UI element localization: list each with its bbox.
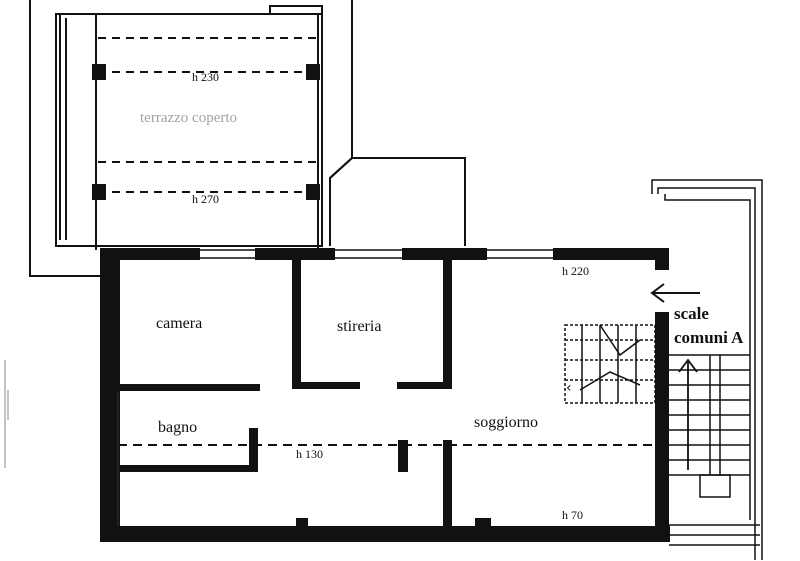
terrace-height-top: h 230 (192, 70, 219, 84)
terrace-height-bottom: h 270 (192, 192, 219, 206)
terrace-beams (98, 37, 318, 193)
left-arrow-icon (650, 283, 700, 303)
stairs-label-line2: comuni A (674, 328, 744, 347)
terrace-frame (55, 5, 323, 250)
terrace-posts (92, 64, 320, 200)
scan-artifacts (4, 360, 9, 468)
room-label-stireria: stireria (337, 318, 381, 335)
outer-outlines (29, 0, 466, 277)
common-stairs (651, 179, 763, 560)
height-label-220: h 220 (562, 264, 589, 278)
interior-walls (118, 260, 491, 528)
terrace-label: terrazzo coperto (140, 110, 237, 126)
room-label-camera: camera (156, 315, 202, 332)
height-label-130: h 130 (296, 447, 323, 461)
internal-stairs (564, 324, 656, 404)
room-label-soggiorno: soggiorno (474, 414, 538, 431)
height-label-70: h 70 (562, 508, 583, 522)
up-arrow-icon (678, 358, 698, 470)
stair-arrow-icon: ‹ (566, 380, 572, 396)
room-label-bagno: bagno (158, 419, 197, 436)
windows (200, 249, 553, 259)
stairs-label-line1: scale (674, 304, 709, 323)
exterior-walls (100, 248, 670, 542)
